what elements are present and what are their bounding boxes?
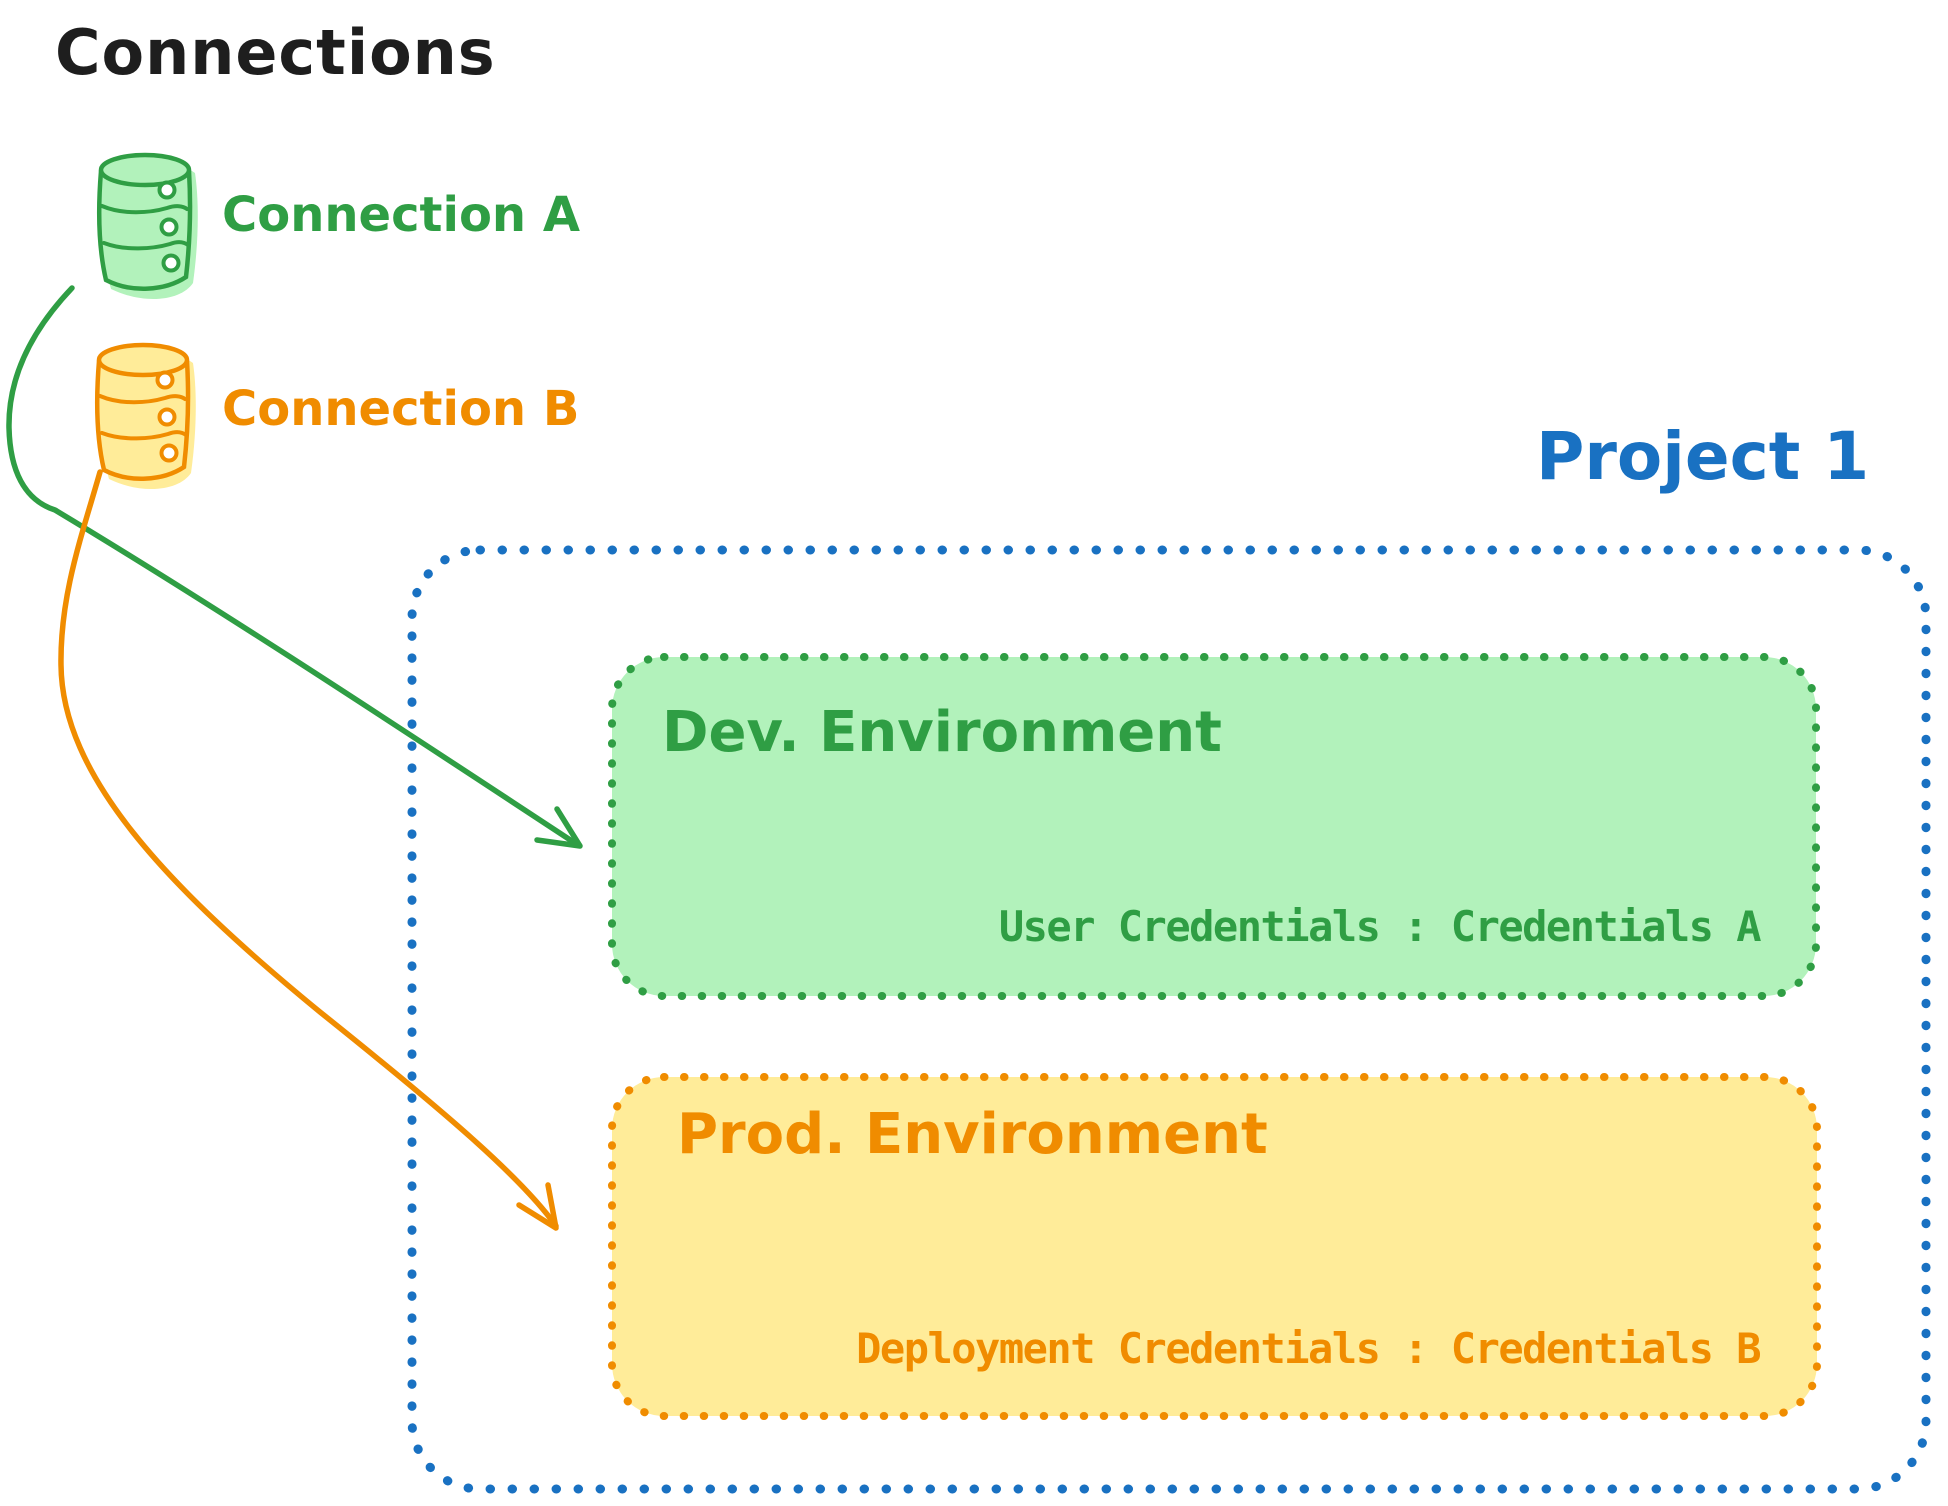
arrow-head-orange (516, 1182, 559, 1231)
connection-b-label: Connection B (222, 381, 580, 437)
database-icon-connection-b (94, 342, 196, 490)
database-icon-connection-a (96, 152, 198, 300)
database-led (155, 370, 175, 390)
database-divider (100, 430, 188, 441)
connection-a-label: Connection A (222, 187, 580, 243)
dev-environment-credentials: User Credentials : Credentials A (998, 902, 1762, 951)
database-led (157, 180, 177, 200)
database-led (159, 443, 179, 463)
database-led (161, 253, 181, 273)
diagram-title: Connections (55, 16, 496, 89)
arrow-head-green (534, 806, 583, 849)
dev-environment-title: Dev. Environment (662, 700, 1222, 765)
database-led (159, 217, 179, 237)
prod-environment-title: Prod. Environment (677, 1102, 1268, 1167)
prod-environment-box (608, 1073, 1821, 1420)
prod-environment-credentials: Deployment Credentials : Credentials B (856, 1324, 1761, 1373)
dev-environment-box (608, 653, 1820, 1000)
arrow-connection-a-to-dev (6, 285, 583, 849)
database-divider (98, 394, 187, 405)
database-top (96, 342, 190, 378)
arrow-connection-b-to-prod (58, 469, 559, 1231)
arrow-line-orange (58, 469, 559, 1229)
database-divider (102, 240, 190, 251)
database-divider (100, 204, 189, 215)
database-led (157, 407, 177, 427)
database-top (98, 152, 192, 188)
arrow-line-green (6, 285, 581, 848)
project-box (407, 545, 1931, 1494)
project-title: Project 1 (1536, 418, 1870, 495)
